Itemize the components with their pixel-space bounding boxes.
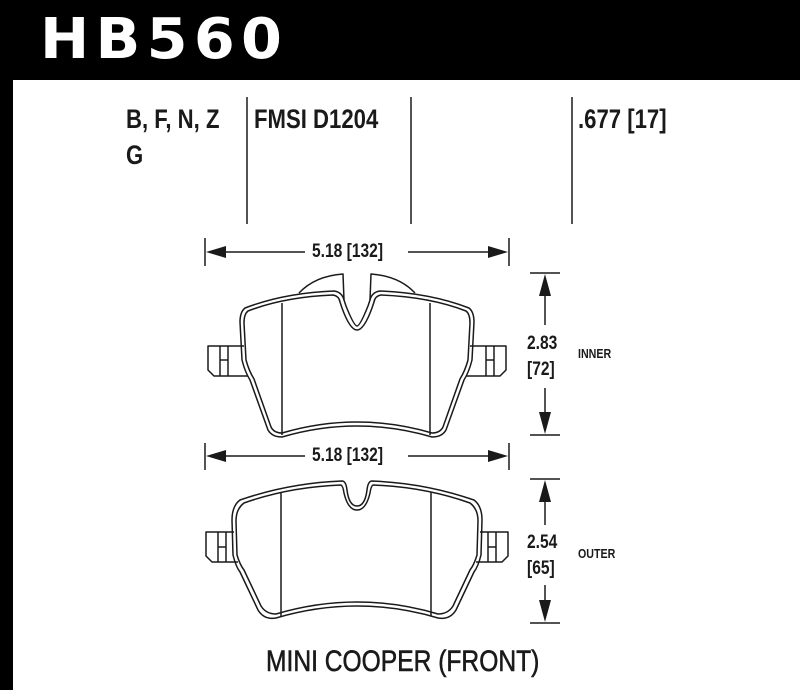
inner-position-label: INNER [578, 346, 612, 361]
outer-height-inches: 2.54 [527, 532, 558, 553]
inner-height-mm: [72] [527, 359, 555, 380]
compound-codes-line1: B, F, N, Z [126, 104, 220, 134]
inner-pad-drawing [207, 273, 507, 438]
outer-height-dimension [530, 478, 560, 624]
pad-thickness: .677 [17] [578, 104, 667, 134]
spec-sheet [13, 80, 800, 690]
outer-width-dimension [204, 443, 510, 470]
inner-width-label: 5.18 [132] [312, 241, 384, 262]
application-label: MINI COOPER (FRONT) [266, 645, 540, 679]
inner-height-inches: 2.83 [527, 333, 558, 354]
inner-width-dimension [204, 238, 510, 266]
part-number-title: HB560 [40, 7, 289, 72]
outer-height-mm: [65] [527, 558, 555, 579]
inner-height-dimension [530, 272, 560, 436]
outer-pad-drawing [205, 480, 509, 620]
outer-position-label: OUTER [578, 546, 616, 561]
outer-width-label: 5.18 [132] [312, 445, 384, 466]
fmsi-number: FMSI D1204 [254, 104, 379, 134]
compound-codes-line2: G [126, 140, 144, 170]
